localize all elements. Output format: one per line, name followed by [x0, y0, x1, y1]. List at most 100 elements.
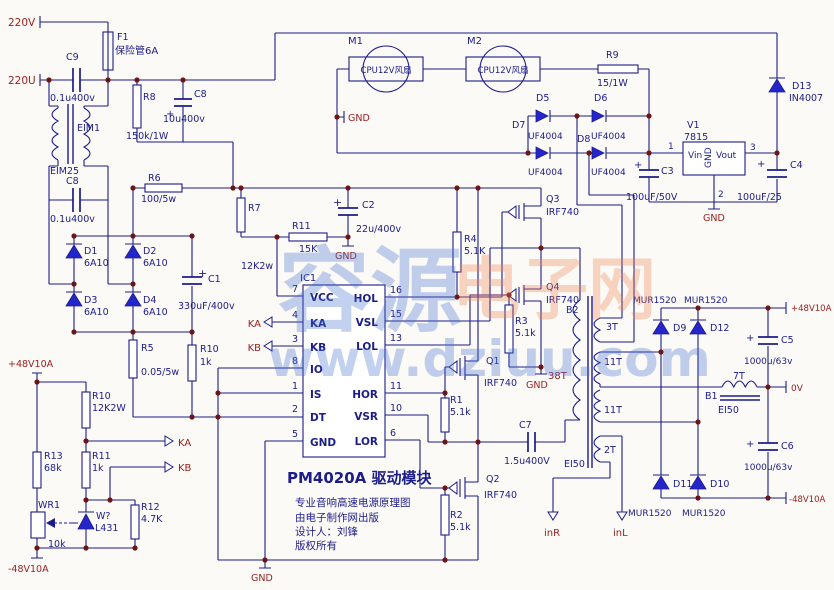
resistor-r6: [144, 183, 183, 193]
ic1-is: IS: [310, 389, 321, 401]
reg-v1-pin1: 1: [668, 142, 674, 152]
resistor-r1: [440, 397, 450, 433]
res-r11a-value: 15K: [299, 244, 318, 255]
capacitor-plates: [72, 68, 787, 452]
junction-dot: [525, 150, 531, 156]
diode-d7: [535, 146, 549, 160]
diode-d9: [652, 320, 670, 335]
transformer-b2-w11ta: 11T: [604, 357, 622, 368]
diode-d5-value: UF4004: [528, 132, 563, 142]
cap-c6-plus: +: [746, 439, 754, 450]
wr1-wiper-arrow: [46, 518, 55, 528]
junction-dot: [574, 113, 580, 119]
diode-d11-value: MUR1520: [628, 509, 672, 519]
cap-c5-value: 1000u/63v: [744, 357, 793, 367]
transformer-b2-primary: 38T: [548, 371, 568, 382]
cap-c7-ref: C7: [519, 420, 532, 431]
diode-d8-value: UF4004: [591, 168, 626, 178]
res-r6-value: 100/5w: [141, 194, 176, 205]
res-r7-ref: R7: [248, 203, 261, 214]
ic1-pin16: 16: [390, 285, 402, 296]
resistor-r10b: [81, 391, 91, 429]
cap-c2-plus: +: [333, 196, 342, 209]
cap-c7-value: 1.5u400V: [504, 456, 550, 467]
motor-m1-body: [348, 56, 424, 82]
junction-dot: [107, 497, 113, 503]
ic1-pin10: 10: [390, 403, 402, 414]
res-r1-value: 5.1k: [450, 407, 471, 418]
junction-dot: [238, 185, 244, 191]
ic1-pin13: 13: [390, 333, 402, 344]
transformer-b2-ref: B2: [566, 305, 579, 316]
cap-c6-value: 1000u/63v: [744, 463, 793, 473]
junction-dot: [180, 77, 186, 83]
resistor-r7: [236, 197, 246, 233]
res-r4-ref: R4: [464, 234, 477, 245]
transformer-b2-w11tb: 11T: [604, 405, 622, 416]
junction-dot: [345, 234, 351, 240]
diode-d1-ref: D1: [84, 246, 97, 257]
junction-dot: [130, 329, 136, 335]
diode-d4: [124, 292, 142, 307]
res-r8-ref: R8: [143, 92, 156, 103]
choke-eim25-ref: EIM25: [50, 166, 79, 177]
ic1-hor: HOR: [352, 389, 378, 401]
res-r8-value: 150k/1W: [126, 131, 169, 142]
junction-dot: [442, 485, 448, 491]
junction-dot: [442, 439, 448, 445]
terminal-inl: inL: [613, 528, 628, 539]
junction-dot: [334, 114, 340, 120]
junction-dot: [71, 281, 77, 287]
junction-dot: [538, 364, 544, 370]
cap-c3-ref: C3: [661, 166, 674, 177]
res-r9-ref: R9: [606, 50, 619, 61]
res-r1-ref: R1: [450, 395, 463, 406]
transformer-b2-core: EI50: [564, 459, 585, 470]
diode-d13-ref: D13: [792, 81, 811, 92]
terminal-p48-right: +48V10A: [791, 304, 832, 314]
diode-d10: [689, 475, 707, 490]
reg-v1-vout: Vout: [716, 151, 737, 161]
subtitle-3: 设计人：刘锋: [295, 525, 358, 538]
resistor-r5: [128, 339, 138, 379]
tl431-ref: W?: [96, 511, 110, 522]
junction-dot: [130, 281, 136, 287]
resistor-r4: [452, 231, 462, 273]
junction-dot: [71, 233, 77, 239]
ic1-pin15: 15: [390, 309, 402, 320]
diode-d10-ref: D10: [710, 479, 729, 490]
junction-dot: [506, 292, 512, 298]
transformer-cores: [67, 104, 760, 468]
res-r9-value: 15/1W: [597, 78, 628, 89]
diode-d13: [768, 78, 786, 93]
cap-c8b-ref: C8: [194, 89, 207, 100]
diode-d1-value: 6A10: [84, 258, 109, 269]
component-bodies: [30, 31, 746, 540]
junction-dot: [646, 113, 652, 119]
cap-c9-value: 0.1u400v: [50, 93, 95, 104]
junction-dot: [442, 557, 448, 563]
diode-d2: [124, 244, 142, 259]
diode-d9-value: MUR1520: [633, 296, 677, 306]
transformer-coils: [51, 107, 758, 463]
ic1-io: IO: [310, 364, 323, 376]
choke-b1-core: EI50: [718, 405, 739, 416]
ic1-pin4: 4: [292, 310, 298, 321]
resistor-r9: [597, 64, 639, 74]
res-r6-ref: R6: [148, 173, 161, 184]
terminal-inr: inR: [544, 528, 560, 539]
diode-d9-ref: D9: [673, 323, 686, 334]
terminal-p48-left: +48V10A: [8, 359, 54, 370]
ic1-pin1: 1: [292, 381, 298, 392]
mosfet-q2-ref: Q2: [486, 474, 500, 485]
diode-d4-value: 6A10: [143, 307, 168, 318]
kb-input-label: KB: [248, 343, 262, 354]
ic1-dt: DT: [310, 412, 327, 424]
diode-d7-ref: D7: [512, 120, 525, 131]
resistor-r8: [132, 84, 142, 129]
ic1-vcc: VCC: [310, 292, 334, 304]
motor-m2-circle: [479, 45, 527, 93]
cap-c4-plus: +: [757, 159, 765, 170]
